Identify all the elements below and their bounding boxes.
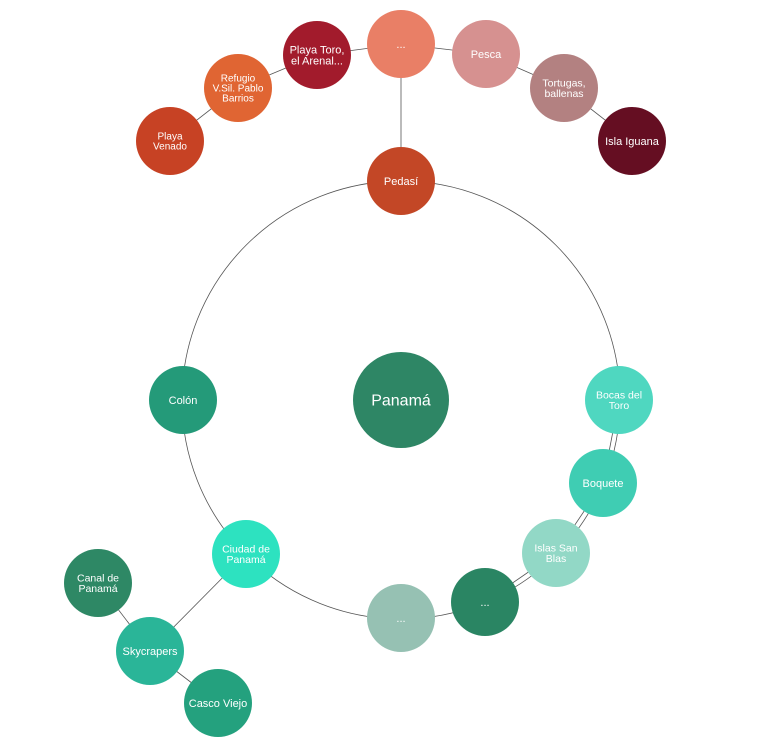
- node-circle[interactable]: [64, 549, 132, 617]
- node-circle[interactable]: [367, 147, 435, 215]
- node-circle[interactable]: [367, 584, 435, 652]
- node-circle[interactable]: [149, 366, 217, 434]
- node-circle[interactable]: [283, 21, 351, 89]
- node-circle[interactable]: [136, 107, 204, 175]
- node-boquete[interactable]: Boquete: [569, 449, 637, 517]
- node-pedasi[interactable]: Pedasí: [367, 147, 435, 215]
- node-colon[interactable]: Colón: [149, 366, 217, 434]
- node-circle[interactable]: [184, 669, 252, 737]
- node-isla-iguana[interactable]: Isla Iguana: [598, 107, 666, 175]
- node-circle[interactable]: [598, 107, 666, 175]
- node-playa-toro[interactable]: Playa Toro,el Arenal...: [283, 21, 351, 89]
- node-dots-bottom-right[interactable]: ...: [451, 568, 519, 636]
- node-circle[interactable]: [530, 54, 598, 122]
- node-circle[interactable]: [116, 617, 184, 685]
- node-panama[interactable]: Panamá: [353, 352, 449, 448]
- node-circle[interactable]: [569, 449, 637, 517]
- node-circle[interactable]: [204, 54, 272, 122]
- node-skycrapers[interactable]: Skycrapers: [116, 617, 184, 685]
- node-circle[interactable]: [522, 519, 590, 587]
- node-circle[interactable]: [585, 366, 653, 434]
- node-circle[interactable]: [451, 568, 519, 636]
- node-circle[interactable]: [367, 10, 435, 78]
- node-dots-bottom[interactable]: ...: [367, 584, 435, 652]
- node-casco-viejo[interactable]: Casco Viejo: [184, 669, 252, 737]
- node-dots-top[interactable]: ...: [367, 10, 435, 78]
- node-circle[interactable]: [452, 20, 520, 88]
- node-circle[interactable]: [212, 520, 280, 588]
- node-tortugas[interactable]: Tortugas,ballenas: [530, 54, 598, 122]
- node-circle[interactable]: [353, 352, 449, 448]
- node-pesca[interactable]: Pesca: [452, 20, 520, 88]
